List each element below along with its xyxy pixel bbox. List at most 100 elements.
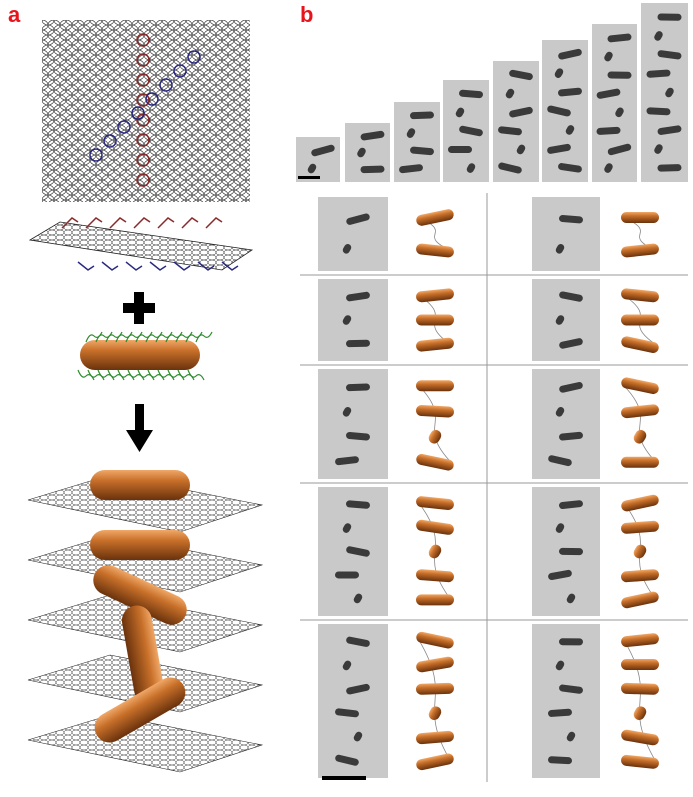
nanorod-image [342,406,352,417]
scale-bar [322,776,366,780]
nanorod-image [346,500,370,509]
micrograph [493,61,539,182]
micrograph [318,624,388,778]
gold-nanorod [416,380,454,392]
dna-strand [147,369,165,381]
gold-nanorod [428,544,442,559]
micrograph-background [296,137,340,182]
blue-binding-site [89,148,103,162]
red-binding-site [136,53,150,67]
nanorod-image [410,146,434,156]
gold-nanorod [621,659,659,670]
red-strand [85,217,103,229]
nanorod-image [547,105,571,117]
gold-nanorod [416,288,454,303]
helix-model [416,288,454,352]
nanorod-image [566,731,576,742]
nanorod-image [505,88,515,99]
nanorod-image [346,546,370,557]
gold-nanorod [90,530,190,560]
blue-strand [77,261,95,271]
gold-nanorod [621,729,659,746]
nanorod-image [559,547,583,556]
nanorod-image [455,107,465,118]
micrograph [641,3,688,182]
gold-nanorod [428,706,442,720]
dna-strand [167,369,185,381]
gold-nanorod [621,591,659,609]
gold-nanorod [416,753,454,771]
binding-site-markers [89,33,201,187]
nanorod-image [615,107,624,118]
micrograph [296,137,340,182]
gold-nanorod [416,682,454,695]
nanorod-image [558,48,582,60]
helix-model [621,494,659,609]
nanorod-image [459,125,483,137]
micrograph [532,279,600,361]
nanorod-image [559,638,583,646]
nanorod-image [565,125,575,135]
nanorod-image [346,291,370,302]
nanorod-image [360,130,385,141]
nanorod-image [657,164,682,172]
gold-nanorod [416,405,454,418]
nanorod-image [335,708,359,718]
blue-strand [149,261,167,271]
red-binding-site [136,153,150,167]
dna-strand [187,369,205,381]
red-binding-site [136,113,150,127]
panel-a-schematic [27,20,264,773]
blue-binding-site [103,134,117,148]
gold-nanorod [621,682,659,695]
micrograph-background [318,624,388,778]
micrograph [318,197,388,271]
nanorod-image [604,51,613,62]
blue-strand [101,261,119,271]
gold-nanorod [633,706,647,720]
nanorod-image [607,33,632,43]
nanorod-image [657,13,682,21]
nanorod-image [555,244,565,254]
panel-a-label: a [8,2,21,27]
scale-bar [298,176,320,179]
dna-strand [107,369,125,381]
origami-layer [27,714,264,773]
gold-nanorod [621,212,659,223]
gold-nanorod [416,453,454,471]
nanorod-image [335,754,359,766]
gold-nanorod [94,677,186,743]
nanorod-image [547,143,571,154]
nanorod-image [346,213,370,225]
gold-nanorod [416,730,454,745]
helix-guide [418,385,452,463]
nanorod-image [342,315,352,325]
nanorod-image [346,431,370,441]
micrograph [318,487,388,616]
origami-layer [27,474,264,533]
micrograph [318,279,388,361]
nanorod-image [406,128,416,138]
gold-nanorod [621,314,659,326]
nanorod-image [665,87,674,98]
blue-strand [173,261,191,271]
nanorod-image [410,111,434,120]
nanorod-image [646,69,671,78]
micrograph-background [532,624,600,778]
nanorod-image [646,107,671,116]
dna-strand [195,331,213,343]
nanorod-image [555,523,565,533]
micrograph [532,624,600,778]
micrograph [345,123,390,182]
dna-strand [177,369,195,381]
red-binding-site [136,33,150,47]
micrograph [592,24,637,182]
micrograph-background [493,61,539,182]
gold-nanorod [416,569,454,583]
micrograph [532,487,600,616]
gold-nanorod [416,631,454,649]
red-binding-site [136,133,150,147]
nanorod-image [654,31,663,41]
gold-nanorod [90,470,190,500]
helix-model [621,212,659,258]
